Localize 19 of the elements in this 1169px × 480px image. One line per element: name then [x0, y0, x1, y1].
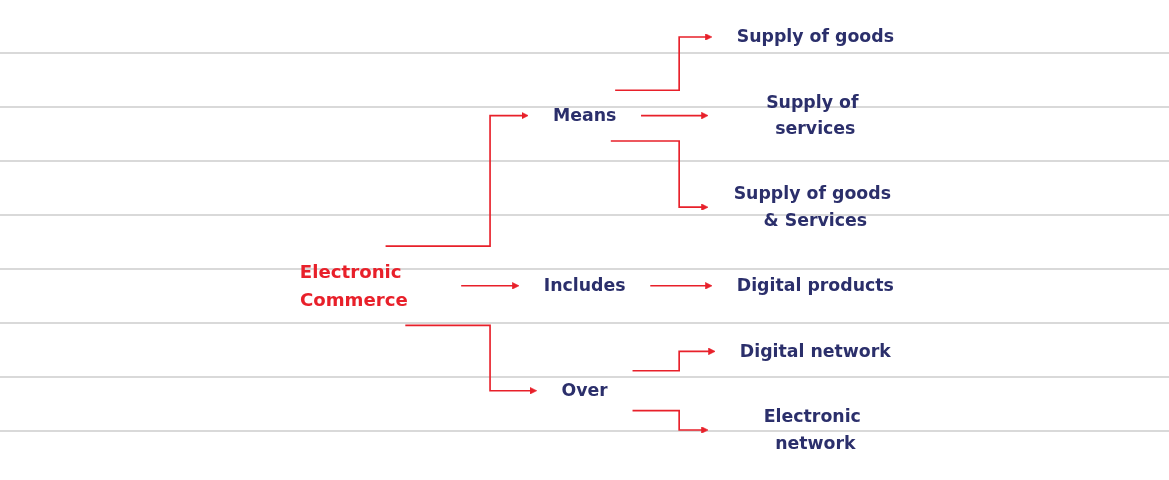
arrow [631, 409, 709, 434]
node-text: Includes [543, 275, 626, 296]
node-text: Supply of services [766, 92, 859, 138]
arrow [404, 324, 537, 395]
node-text: Supply of goods & Services [733, 183, 891, 230]
node-text: Digital products [736, 275, 894, 296]
arrow [384, 111, 529, 247]
arrow [649, 282, 713, 290]
node-text: Electronic network [763, 406, 861, 453]
node-text: Over [561, 380, 608, 400]
arrow [614, 33, 713, 92]
node-text: Supply of goods [736, 26, 894, 47]
arrow [640, 111, 709, 120]
arrow [609, 140, 709, 211]
node-text: Means [552, 105, 617, 125]
node-text: Digital network [739, 340, 891, 361]
node-text: Electronic Commerce [299, 261, 408, 310]
arrow [631, 347, 716, 372]
arrow [460, 282, 520, 290]
